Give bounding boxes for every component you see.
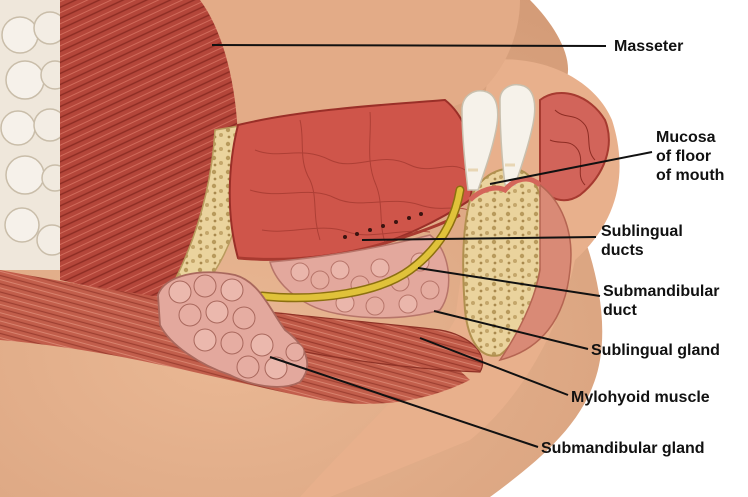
label-submandibular-duct-line1: Submandibular [603, 282, 719, 301]
label-sublingual-ducts-line2: ducts [601, 241, 683, 260]
label-sublingual-ducts-line1: Sublingual [601, 222, 683, 241]
label-submandibular-gland-text: Submandibular gland [541, 439, 705, 458]
label-masseter-text: Masseter [614, 37, 683, 56]
label-mucosa-line1: Mucosa [656, 128, 724, 147]
label-mylohyoid-text: Mylohyoid muscle [571, 388, 710, 407]
label-masseter: Masseter [614, 37, 683, 56]
label-sublingual-gland-text: Sublingual gland [591, 341, 720, 360]
label-mucosa-line3: of mouth [656, 166, 724, 185]
label-mylohyoid: Mylohyoid muscle [571, 388, 710, 407]
label-submandibular-gland: Submandibular gland [541, 439, 705, 458]
label-sublingual-gland: Sublingual gland [591, 341, 720, 360]
label-submandibular-duct-line2: duct [603, 301, 719, 320]
label-mucosa-line2: of floor [656, 147, 724, 166]
fat-lobules [0, 0, 70, 270]
label-mucosa: Mucosa of floor of mouth [656, 128, 724, 185]
label-submandibular-duct: Submandibular duct [603, 282, 719, 320]
leader-masseter [212, 45, 606, 46]
label-sublingual-ducts: Sublingual ducts [601, 222, 683, 260]
